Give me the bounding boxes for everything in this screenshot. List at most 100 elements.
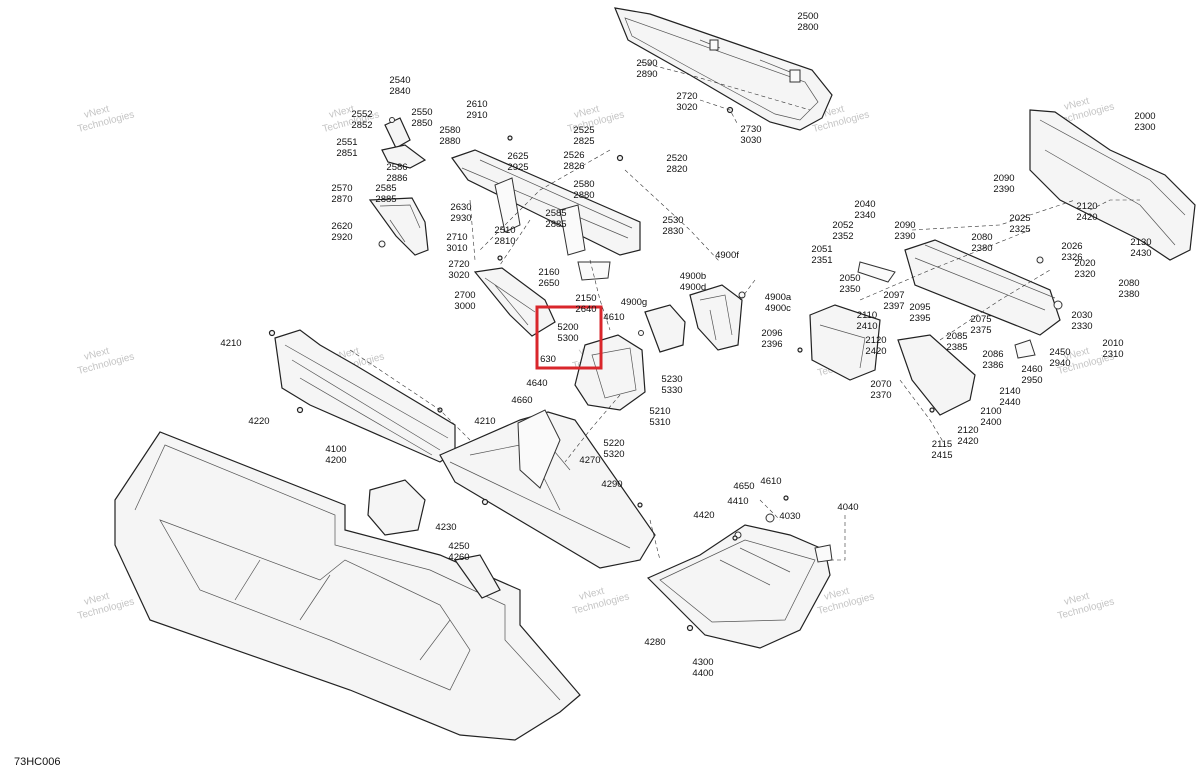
- part-ref-line: 3030: [740, 135, 761, 146]
- part-ref-line: 4900d: [680, 282, 706, 293]
- part-ref-630[interactable]: 630: [540, 354, 556, 365]
- part-ref-line: 2885: [545, 219, 566, 230]
- part-ref-line: 5200: [557, 322, 578, 333]
- part-ref-4280[interactable]: 4280: [644, 637, 665, 648]
- part-ref-line: 2326: [1061, 252, 1082, 263]
- part-ref-4290[interactable]: 4290: [601, 479, 622, 490]
- part-ref-4420[interactable]: 4420: [693, 510, 714, 521]
- part-ref-4650[interactable]: 4650: [733, 481, 754, 492]
- part-ref-4900g[interactable]: 4900g: [621, 297, 647, 308]
- part-ref-line: 2870: [331, 194, 352, 205]
- part-ref-4610[interactable]: 4610: [603, 312, 624, 323]
- part-ref-line: 2420: [1076, 212, 1097, 223]
- part-ref-line: 2850: [411, 118, 432, 129]
- part-ref-4040[interactable]: 4040: [837, 502, 858, 513]
- part-ref-4220[interactable]: 4220: [248, 416, 269, 427]
- part-ref-4230[interactable]: 4230: [435, 522, 456, 533]
- part-ref-line: 2890: [636, 69, 657, 80]
- part-ref-4270[interactable]: 4270: [579, 455, 600, 466]
- part-ref-4210b[interactable]: 4210: [474, 416, 495, 427]
- part-ref-4640[interactable]: 4640: [526, 378, 547, 389]
- part-ref-line: 2420: [865, 346, 886, 357]
- part-ref-line: 2530: [662, 215, 683, 226]
- part-ref-line: 2085: [946, 331, 967, 342]
- part-ref-4660[interactable]: 4660: [511, 395, 532, 406]
- part-ref-4610b[interactable]: 4610: [760, 476, 781, 487]
- part-ref-4410[interactable]: 4410: [727, 496, 748, 507]
- part-ref-4210a[interactable]: 4210: [220, 338, 241, 349]
- part-ref-line: 2140: [999, 386, 1020, 397]
- part-ref-4900f[interactable]: 4900f: [715, 250, 739, 261]
- part-ref-4030[interactable]: 4030: [779, 511, 800, 522]
